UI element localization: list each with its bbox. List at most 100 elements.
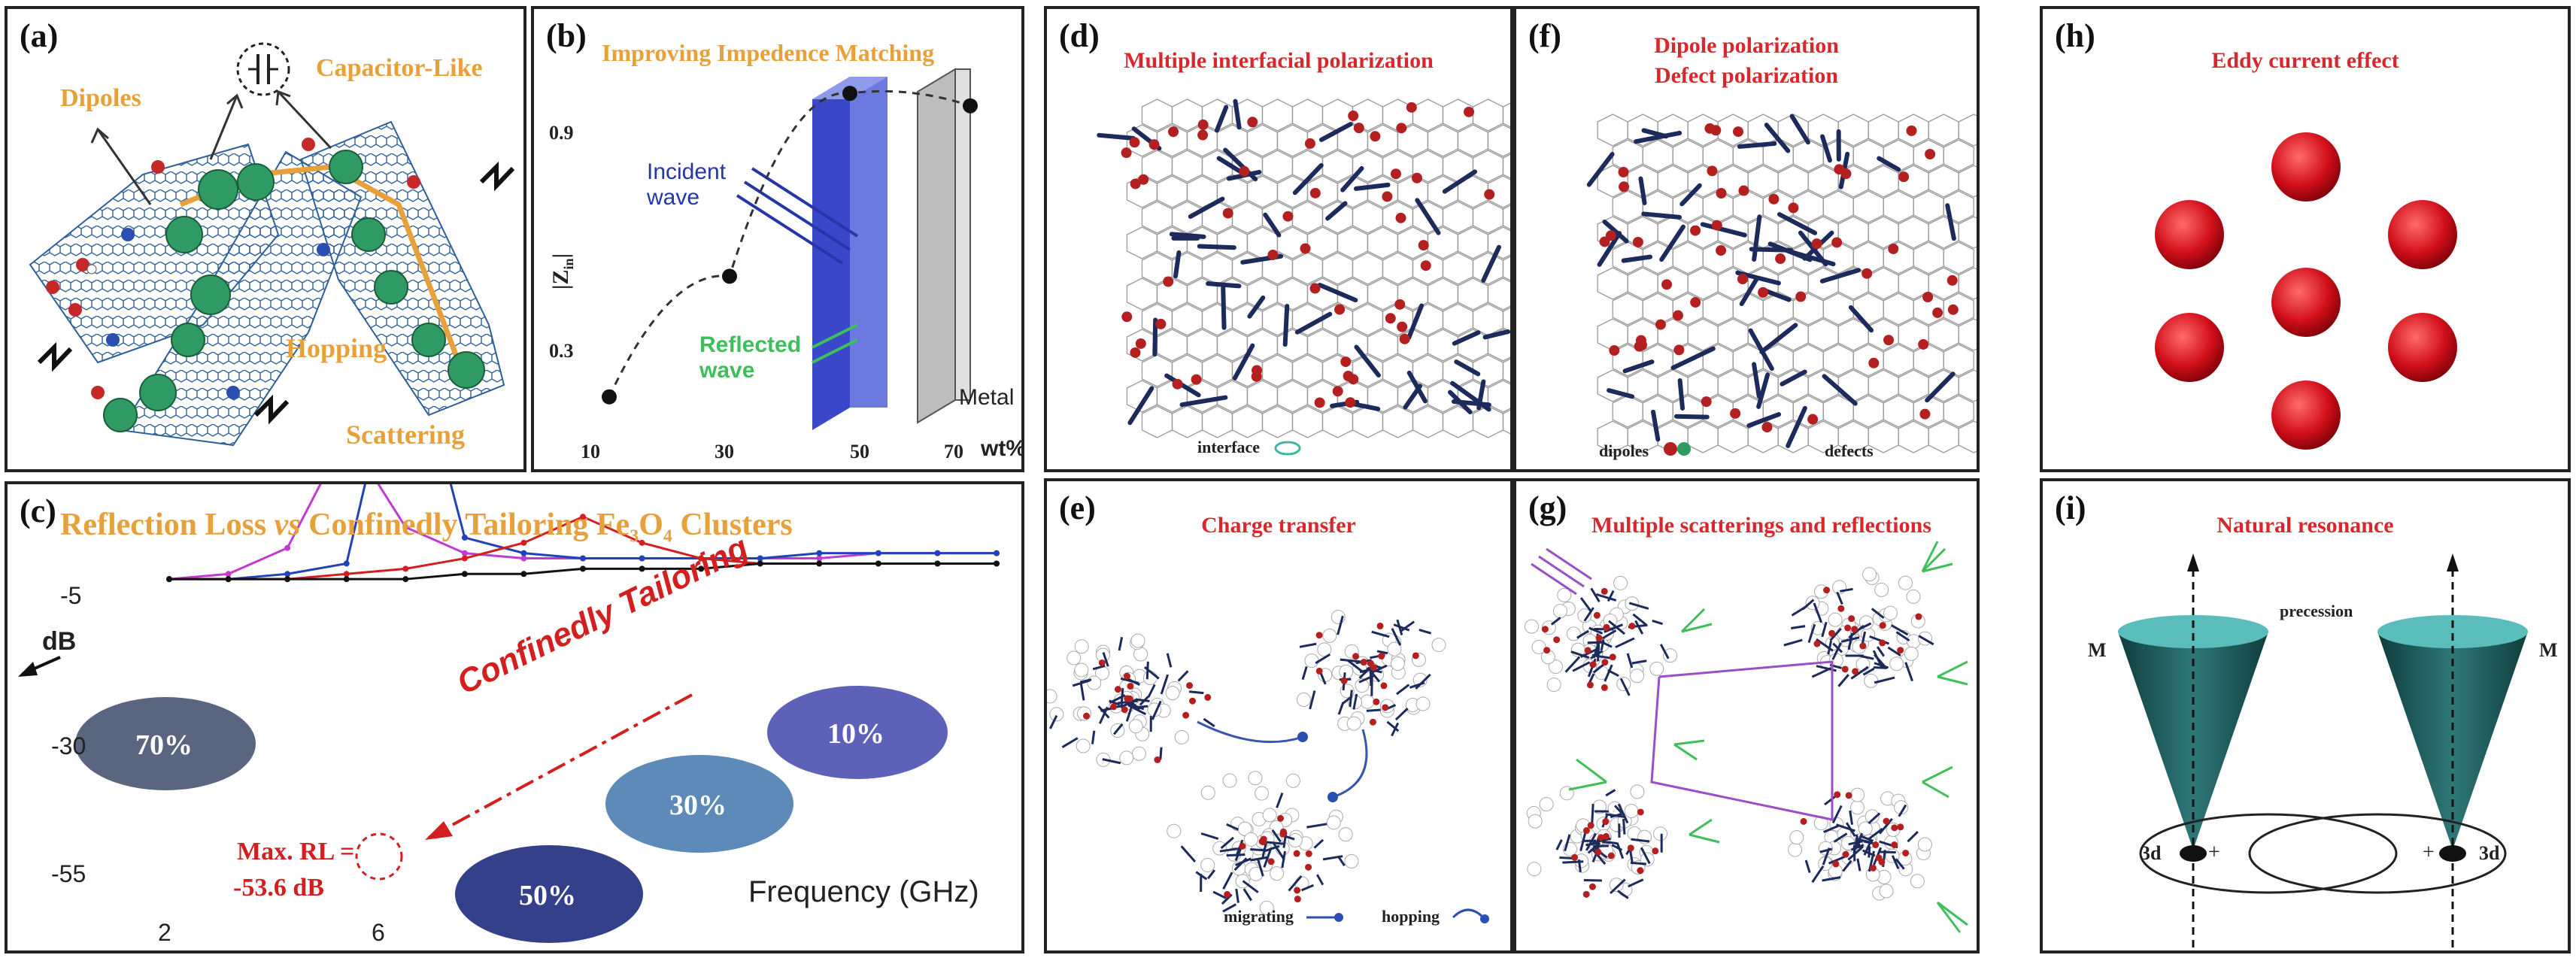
hex-cell: [1958, 420, 1977, 453]
series-point-10pct-12: [757, 560, 763, 567]
hex-cell: [1276, 329, 1309, 362]
cluster-fiber: [1852, 837, 1858, 856]
oval-label-30: 30%: [669, 790, 727, 821]
hex-cell: [1717, 114, 1749, 147]
particle: [1399, 333, 1410, 344]
hex-cell: [1216, 329, 1249, 362]
cluster-particle: [1279, 828, 1287, 835]
cluster-particle: [1373, 698, 1380, 705]
hex-cell: [1141, 405, 1173, 438]
cluster-cell: [1917, 837, 1932, 852]
cluster-fiber: [1829, 627, 1842, 641]
dipole-dots: [46, 138, 420, 399]
hex-cell: [1367, 329, 1399, 362]
cluster-fiber: [1281, 850, 1286, 869]
hex-cell: [1657, 114, 1689, 147]
nanofiber: [1481, 244, 1501, 283]
cluster-cell: [1663, 648, 1678, 663]
particle: [1632, 236, 1643, 247]
particle: [1314, 397, 1325, 408]
cluster-fiber: [1315, 874, 1324, 886]
cluster-fiber: [1136, 698, 1150, 702]
pointer-arrows: [90, 89, 332, 205]
cluster-fiber: [1391, 628, 1402, 646]
cluster-particle: [1294, 896, 1301, 903]
cluster-fiber: [1617, 803, 1629, 824]
hex-cell: [1472, 354, 1504, 387]
cluster-fiber: [1341, 695, 1353, 705]
m-label-right: M: [2539, 639, 2558, 661]
cluster-fiber: [1319, 672, 1327, 685]
cluster-fiber: [1415, 673, 1431, 690]
hex-cell: [1457, 226, 1489, 259]
particle: [1385, 313, 1396, 324]
particle: [1332, 386, 1343, 397]
series-point-50pct-7: [461, 534, 468, 541]
oval-30: [605, 755, 793, 853]
cluster-fiber: [1200, 832, 1219, 840]
hex-cell: [1672, 395, 1704, 428]
cluster-particle: [1897, 647, 1904, 654]
hex-cell: [1928, 318, 1959, 351]
cluster-cell: [1119, 750, 1134, 765]
cluster-fiber: [1555, 839, 1563, 850]
hex-cell: [1612, 395, 1643, 428]
cluster-fiber: [1288, 875, 1303, 892]
hex-cell: [1612, 139, 1643, 172]
cluster-fiber: [1615, 637, 1635, 649]
cluster-particle: [1127, 683, 1134, 690]
cluster-particle: [1813, 640, 1821, 647]
hex-cell: [1276, 277, 1309, 311]
nanofiber: [1179, 395, 1228, 408]
hex-cell: [1126, 226, 1158, 259]
nanofiber: [1651, 409, 1661, 442]
cluster-fiber: [1804, 859, 1811, 874]
cluster-fiber: [1600, 639, 1605, 650]
cluster-cell: [1076, 738, 1091, 753]
cluster-particle: [1879, 639, 1886, 647]
hex-cell: [1276, 124, 1309, 157]
panel-c-title: Reflection Loss vs Confinedly Tailoring …: [60, 508, 793, 547]
cluster-fiber: [1394, 708, 1409, 721]
hex-cell: [1216, 124, 1249, 157]
cluster-fiber: [1235, 888, 1239, 903]
hex-cell: [1822, 293, 1854, 326]
hex-cell: [1261, 405, 1294, 438]
particle: [1840, 168, 1852, 180]
plus-label-right: +: [2423, 841, 2435, 864]
hex-cell: [1487, 175, 1510, 208]
scattering-label: Scattering: [346, 420, 465, 450]
particle: [1345, 397, 1356, 408]
hex-cell: [1427, 277, 1459, 311]
cluster-fiber: [1264, 844, 1280, 853]
nanofiber: [1622, 359, 1655, 374]
cluster-fiber: [1352, 693, 1358, 710]
cluster-particle: [1376, 622, 1384, 629]
hex-cell: [1321, 150, 1354, 183]
cluster-fiber: [1061, 737, 1079, 749]
particle: [1304, 138, 1315, 149]
cluster-particle: [1603, 623, 1610, 631]
cluster-fiber: [1904, 662, 1913, 682]
cluster-fiber: [1811, 667, 1832, 678]
cluster-fiber: [1836, 823, 1855, 832]
nanofiber: [1607, 388, 1635, 399]
left-axis-arrowhead: [2187, 553, 2199, 571]
hex-cell: [1382, 252, 1414, 285]
hex-cell: [1747, 165, 1779, 198]
hex-cell: [1276, 175, 1309, 208]
cluster-fiber: [1822, 876, 1841, 882]
particle-dots: [1599, 123, 1959, 433]
hex-cell: [1352, 150, 1384, 183]
hex-cell: [1397, 329, 1429, 362]
cluster-particle: [1841, 665, 1849, 673]
cluster-cell: [1879, 884, 1894, 899]
cluster-particle: [1382, 704, 1389, 711]
cluster-fiber: [1607, 668, 1619, 678]
series-point-30pct-10: [639, 539, 645, 546]
cluster-fiber: [1614, 805, 1623, 814]
cluster-fiber: [1271, 829, 1282, 843]
cluster-fiber: [1203, 717, 1215, 728]
cluster-particle: [1360, 659, 1367, 666]
cluster-fiber: [1811, 865, 1825, 884]
